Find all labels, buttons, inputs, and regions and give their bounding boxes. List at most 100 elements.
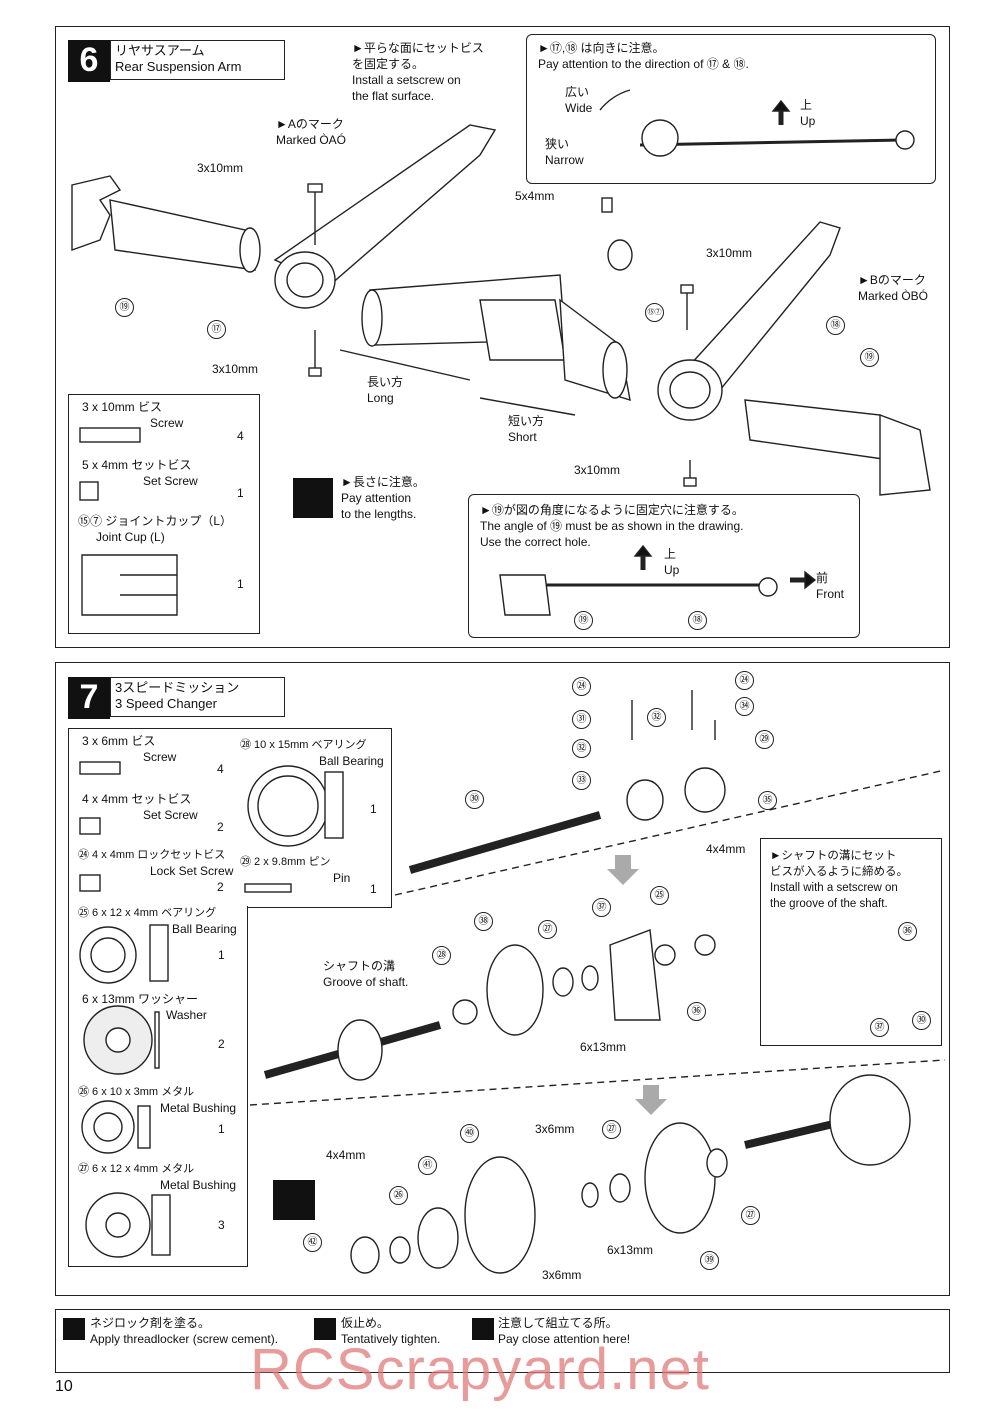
part-qty: 2 — [218, 1037, 225, 1051]
step6-title-jp: リヤサスアーム — [115, 43, 205, 58]
step7-number: 7 — [68, 677, 110, 719]
part-name-en: Joint Cup (L) — [96, 530, 165, 544]
part-name-en: Screw — [143, 750, 177, 764]
legend-tighten-jp: 仮止め。 — [341, 1316, 390, 1330]
part-name-jp: ㉕ 6 x 12 x 4mm ベアリング — [78, 907, 217, 919]
size-label-4x4: 4x4mm — [326, 1148, 366, 1162]
part-ref-36: ㊱ — [687, 1002, 706, 1021]
part-ref-31: ㉛ — [572, 710, 591, 729]
part-ref-33: ㉝ — [572, 771, 591, 790]
angle-up: 上 Up — [664, 547, 680, 577]
part-ref-19: ⑲ — [574, 611, 593, 630]
part-name-en: Lock Set Screw — [150, 864, 234, 878]
legend-panel — [55, 1309, 950, 1373]
part-ref-28: ㉘ — [432, 946, 451, 965]
part-ref-30: ㉚ — [912, 1011, 931, 1030]
part-ref-24: ㉔ — [572, 677, 591, 696]
part-name-jp: ⑮⑦ ジョイントカップ（L） — [78, 514, 233, 528]
part-qty: 3 — [218, 1218, 225, 1232]
watermark: RCScrapyard.net — [250, 1337, 710, 1402]
part-ref-32: ㉜ — [647, 708, 666, 727]
size-label-6x13: 6x13mm — [607, 1243, 654, 1257]
groove-note: シャフトの溝 Groove of shaft. — [323, 959, 409, 989]
legend-attention-jp: 注意して組立てる所。 — [498, 1316, 618, 1330]
part-ref-26: ㉖ — [389, 1186, 408, 1205]
threadlocker-icon — [63, 1318, 85, 1340]
part-ref-30: ㉚ — [465, 790, 484, 809]
part-qty: 2 — [217, 820, 224, 834]
part-name-jp: 3 x 6mm ビス — [82, 734, 156, 748]
part-ref-27: ㉗ — [741, 1206, 760, 1225]
step6-number: 6 — [68, 40, 110, 82]
part-name-jp: 6 x 13mm ワッシャー — [82, 992, 199, 1006]
part-qty: 1 — [237, 577, 244, 591]
direction-heading: ►⑰,⑱ は向きに注意。 Pay attention to the direct… — [538, 41, 749, 71]
part-qty: 4 — [217, 762, 224, 776]
legend-threadlocker-jp: ネジロック剤を塗る。 — [90, 1316, 211, 1330]
legend-tighten-en: Tentatively tighten. — [341, 1332, 441, 1346]
part-ref-42: ㊷ — [303, 1233, 322, 1252]
setscrew-label-5x4: 5x4mm — [515, 189, 555, 203]
angle-heading: ►⑲が図の角度になるように固定穴に注意する。 The angle of ⑲ mu… — [480, 503, 744, 549]
part-qty: 4 — [237, 429, 244, 443]
direction-wide: 広い Wide — [565, 85, 593, 115]
setscrew-box — [760, 838, 942, 1046]
note-mark-b: ►Bのマーク Marked ÒBÓ — [858, 273, 929, 303]
screw-label-3x10: 3x10mm — [212, 362, 259, 376]
setscrew-note: ►シャフトの溝にセット ビスが入るように締める。 Install with a … — [770, 850, 908, 910]
part-ref-32: ㉜ — [572, 739, 591, 758]
page-number: 10 — [55, 1378, 73, 1395]
size-label-6x13: 6x13mm — [580, 1040, 627, 1054]
part-ref-19: ⑲ — [115, 298, 134, 317]
part-ref-40: ㊵ — [460, 1124, 479, 1143]
screw-label-3x10: 3x10mm — [574, 463, 621, 477]
part-ref-18: ⑱ — [688, 611, 707, 630]
part-name-en: Washer — [166, 1008, 207, 1022]
part-ref-29: ㉙ — [755, 730, 774, 749]
part-ref-157: ⑮⑦ — [645, 303, 664, 322]
part-qty: 1 — [218, 1122, 225, 1136]
angle-front: 前 Front — [816, 571, 845, 601]
attention-icon — [293, 478, 333, 518]
part-ref-41: ㊶ — [418, 1156, 437, 1175]
part-ref-25: ㉕ — [650, 886, 669, 905]
attention-lengths-note: ►長さに注意。 Pay attention to the lengths. — [341, 475, 425, 521]
part-ref-38: ㊳ — [474, 912, 493, 931]
part-name-jp: 3 x 10mm ビス — [82, 400, 163, 414]
size-label-3x6: 3x6mm — [542, 1268, 582, 1282]
part-ref-36: ㊱ — [898, 922, 917, 941]
step7-title-en: 3 Speed Changer — [115, 696, 217, 711]
part-ref-35: ㉟ — [758, 791, 777, 810]
part-name-jp: ㉙ 2 x 9.8mm ピン — [240, 856, 331, 868]
part-ref-37: ㊲ — [592, 898, 611, 917]
part-name-en: Ball Bearing — [172, 922, 237, 936]
step7-title-jp: 3スピードミッション — [115, 680, 240, 695]
part-qty: 1 — [218, 948, 225, 962]
size-label-3x6: 3x6mm — [535, 1122, 575, 1136]
part-ref-24: ㉔ — [735, 671, 754, 690]
part-ref-27: ㉗ — [538, 920, 557, 939]
note-flat-surface: ►平らな面にセットビス を固定する。 Install a setscrew on… — [352, 41, 484, 103]
part-name-jp: ㉘ 10 x 15mm ベアリング — [240, 739, 367, 751]
part-name-en: Set Screw — [143, 808, 198, 822]
legend-attention-en: Pay close attention here! — [498, 1332, 631, 1346]
part-name-en: Metal Bushing — [160, 1178, 237, 1192]
part-ref-39: ㊴ — [700, 1251, 719, 1270]
part-name-jp: ㉗ 6 x 12 x 4mm メタル — [78, 1163, 195, 1175]
part-qty: 1 — [370, 882, 377, 896]
step6-title: リヤサスアーム Rear Suspension Arm — [110, 40, 285, 80]
part-ref-37: ㊲ — [870, 1018, 889, 1037]
label-long: 長い方 Long — [367, 375, 404, 405]
direction-narrow: 狭い Narrow — [545, 137, 584, 167]
part-name-jp: ㉖ 6 x 10 x 3mm メタル — [78, 1086, 195, 1098]
note-mark-a: ►Aのマーク Marked ÒAÓ — [276, 117, 347, 147]
part-name-jp: 4 x 4mm セットビス — [82, 792, 192, 806]
part-qty: 1 — [237, 486, 244, 500]
legend-threadlocker-en: Apply threadlocker (screw cement). — [90, 1332, 279, 1346]
part-name-en: Set Screw — [143, 474, 198, 488]
part-qty: 2 — [217, 880, 224, 894]
part-qty: 1 — [370, 802, 377, 816]
part-name-jp: 5 x 4mm セットビス — [82, 458, 192, 472]
part-ref-17: ⑰ — [207, 320, 226, 339]
